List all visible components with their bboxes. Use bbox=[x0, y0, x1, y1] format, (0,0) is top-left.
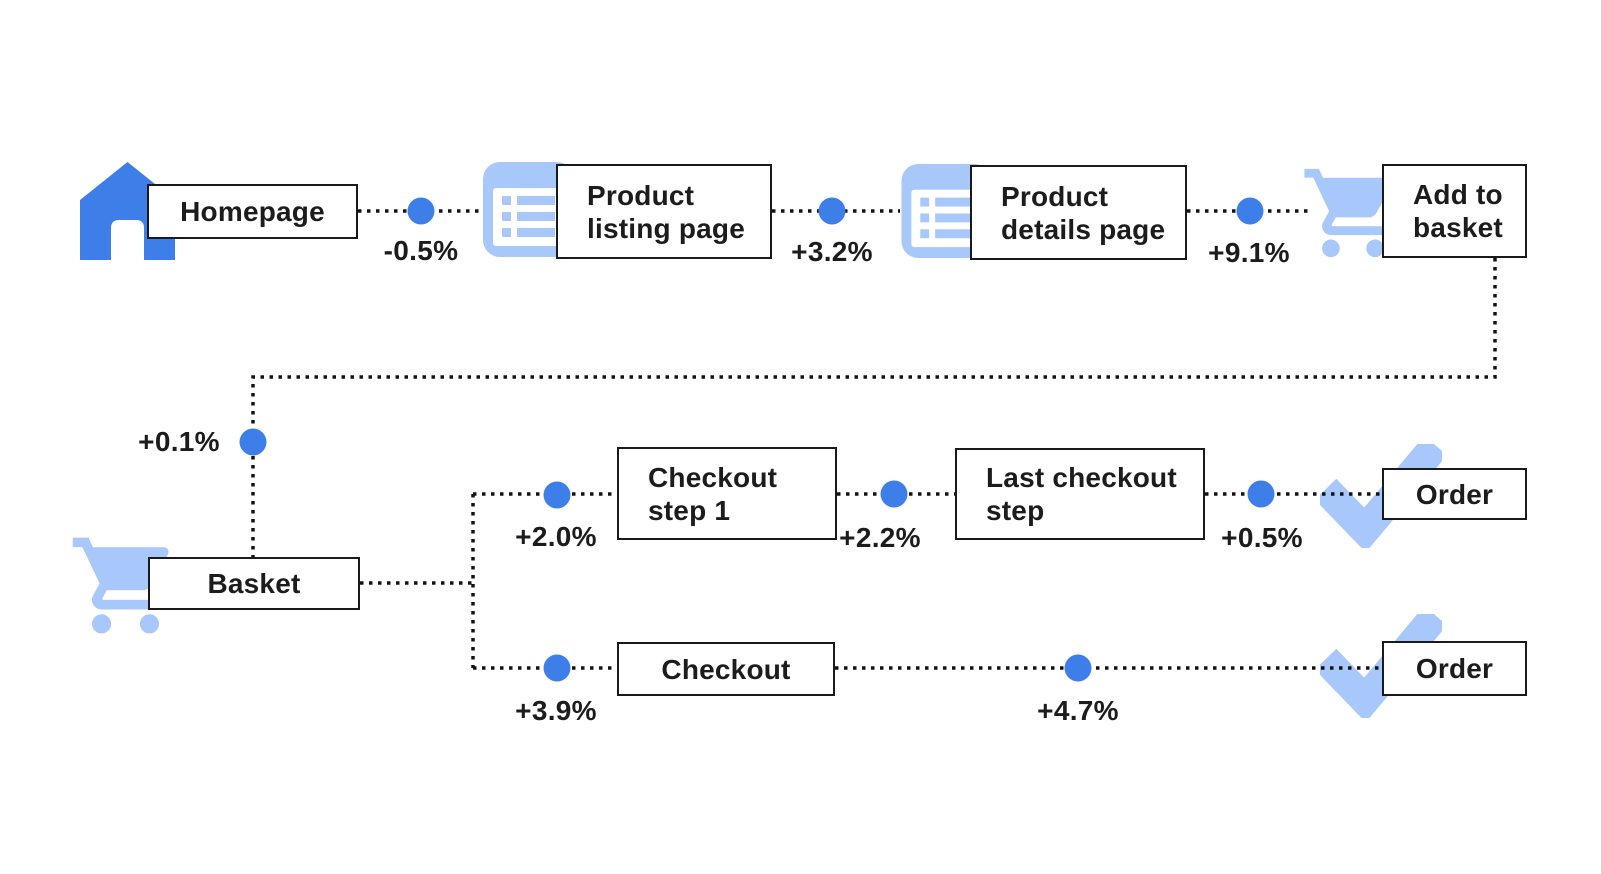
node-product-details-page: Product details page bbox=[970, 165, 1187, 260]
cart-icon bbox=[72, 537, 169, 634]
node-label: Add to basket bbox=[1413, 179, 1503, 243]
delta-label-basket-checkoutstep1: +2.0% bbox=[515, 521, 597, 552]
delta-label-checkout-order: +4.7% bbox=[1037, 695, 1119, 726]
node-add-to-basket: Add to basket bbox=[1382, 164, 1527, 258]
node-homepage: Homepage bbox=[147, 184, 358, 239]
node-order-bottom: Order bbox=[1382, 641, 1527, 696]
node-label: Product listing page bbox=[587, 179, 745, 244]
transition-dot-addtobasket-basket bbox=[239, 428, 267, 456]
node-order-top: Order bbox=[1382, 468, 1527, 520]
delta-label-basket-checkout: +3.9% bbox=[515, 695, 597, 726]
node-checkout-step-1: Checkout step 1 bbox=[617, 447, 837, 540]
node-checkout: Checkout bbox=[617, 642, 835, 696]
transition-dot-homepage-plp bbox=[407, 197, 435, 225]
connector-addtobasket-basket bbox=[251, 258, 1497, 557]
delta-label-pdp-addtobasket: +9.1% bbox=[1208, 237, 1290, 268]
delta-label-addtobasket-basket: +0.1% bbox=[138, 426, 220, 457]
node-label: Checkout step 1 bbox=[648, 461, 778, 526]
transition-dot-plp-pdp bbox=[818, 197, 846, 225]
node-label: Checkout bbox=[661, 653, 791, 685]
transition-dot-pdp-addtobasket bbox=[1236, 197, 1264, 225]
node-last-checkout-step: Last checkout step bbox=[955, 448, 1205, 540]
node-label: Order bbox=[1415, 478, 1494, 510]
node-label: Basket bbox=[207, 568, 301, 599]
node-basket: Basket bbox=[148, 557, 360, 610]
node-label: Order bbox=[1415, 653, 1494, 684]
delta-label-plp-pdp: +3.2% bbox=[791, 236, 873, 267]
transition-dot-basket-checkout bbox=[543, 654, 571, 682]
cart-icon bbox=[1304, 168, 1393, 258]
delta-label-homepage-plp: -0.5% bbox=[383, 235, 459, 266]
transition-dot-checkoutstep1-lastcheckoutstep bbox=[880, 480, 908, 508]
node-label: Product details page bbox=[1001, 180, 1166, 245]
transition-dot-basket-checkoutstep1 bbox=[543, 481, 571, 509]
node-product-listing-page: Product listing page bbox=[556, 164, 772, 259]
delta-label-checkoutstep1-lastcheckoutstep: +2.2% bbox=[839, 522, 921, 553]
transition-dot-checkout-order bbox=[1064, 654, 1092, 682]
node-label: Homepage bbox=[180, 196, 325, 227]
node-label: Last checkout step bbox=[986, 462, 1177, 526]
delta-label-lastcheckoutstep-order: +0.5% bbox=[1221, 522, 1303, 553]
list-page-icon bbox=[483, 162, 574, 257]
list-page-icon bbox=[901, 164, 992, 258]
transition-dot-lastcheckoutstep-order bbox=[1247, 480, 1275, 508]
